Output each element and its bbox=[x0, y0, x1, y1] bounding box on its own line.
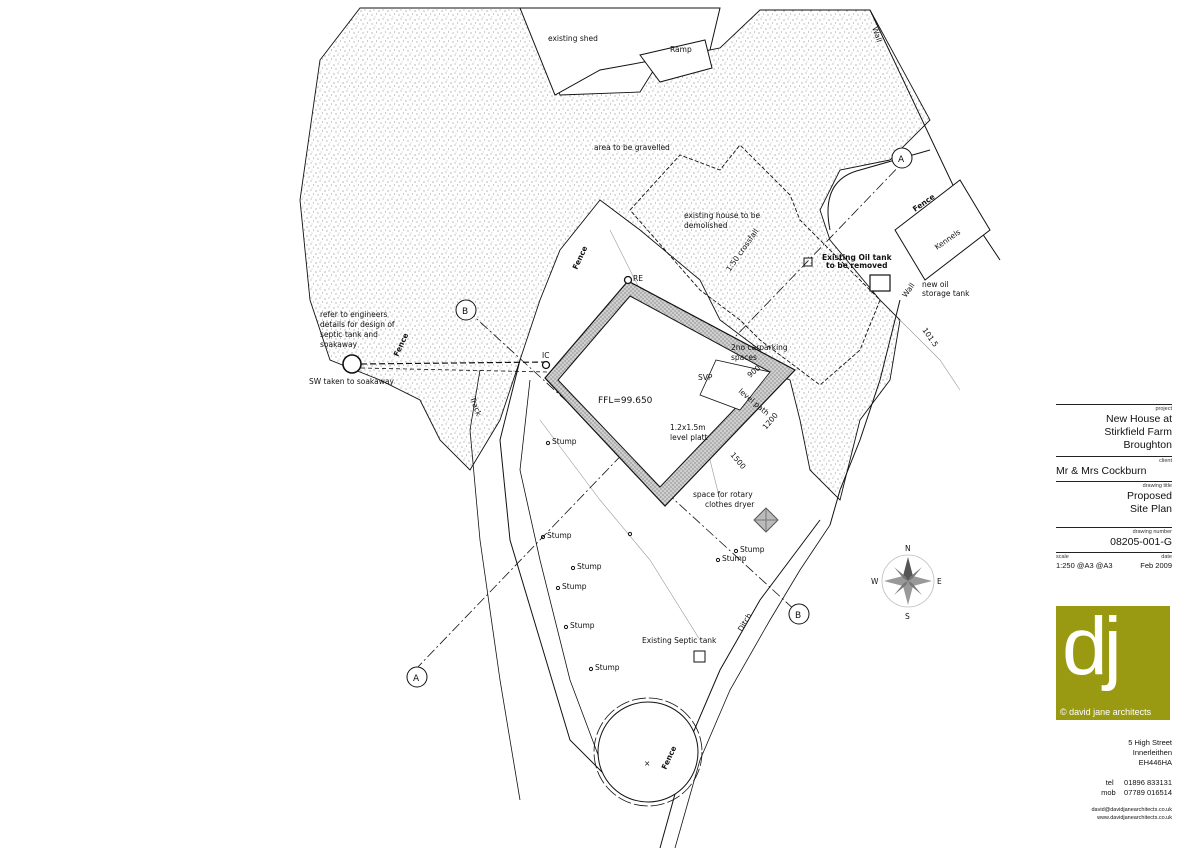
stump-label: Stump bbox=[577, 562, 602, 571]
sw-note: SW taken to soakaway bbox=[309, 377, 394, 386]
compass-s: S bbox=[905, 612, 910, 621]
logo-mark: dj bbox=[1062, 601, 1122, 692]
section-line-a: A A bbox=[406, 147, 913, 688]
section-a-marker-top: A bbox=[898, 155, 905, 165]
title-line-1: Proposed bbox=[1127, 490, 1172, 502]
ditch-label: Ditch bbox=[736, 611, 754, 633]
address-line-3: EH446HA bbox=[1138, 758, 1172, 767]
scale-key: scale bbox=[1056, 554, 1069, 560]
tree: × Fence bbox=[593, 697, 703, 807]
proposed-house: FFL=99.650 1.2x1.5m level platt level pa… bbox=[541, 274, 796, 507]
ditch-line-2 bbox=[674, 524, 831, 848]
compass-w: W bbox=[871, 577, 879, 586]
stump-label: Stump bbox=[595, 663, 620, 672]
existing-septic-tank: Existing Septic tank bbox=[642, 636, 717, 663]
oil-tank-label-2: to be removed bbox=[826, 261, 888, 270]
project-key: project bbox=[1155, 406, 1172, 412]
stump-label: Stump bbox=[740, 545, 765, 554]
existing-house-label-2: demolished bbox=[684, 221, 728, 230]
svp-label: SVP bbox=[698, 373, 713, 382]
mob-key: mob bbox=[1101, 788, 1116, 797]
tel-key: tel bbox=[1105, 778, 1114, 787]
ic-label: IC bbox=[542, 351, 549, 360]
gravel-area-label: area to be gravelled bbox=[594, 143, 670, 152]
engineers-note-1: refer to engineers bbox=[320, 310, 387, 319]
stumps: Stump Stump Stump Stump Stump Stump Stum… bbox=[540, 437, 765, 672]
section-b-marker-top: B bbox=[462, 307, 468, 317]
title-key: drawing title bbox=[1142, 483, 1172, 489]
tel-value: 01896 833131 bbox=[1124, 778, 1172, 787]
contour-label: 101.5 bbox=[920, 326, 940, 349]
track-line bbox=[469, 369, 521, 801]
stump-label: Stump bbox=[547, 531, 572, 540]
level-platt-label-2: level platt bbox=[670, 433, 708, 442]
soakaway: refer to engineers details for design of… bbox=[309, 310, 549, 386]
section-a-marker-bottom: A bbox=[413, 674, 420, 684]
mob-value: 07789 016514 bbox=[1124, 788, 1172, 797]
date-key: date bbox=[1161, 554, 1172, 560]
stump-label: Stump bbox=[552, 437, 577, 446]
compass-n: N bbox=[905, 544, 911, 553]
existing-house-label-1: existing house to be bbox=[684, 211, 761, 220]
dim-1500: 1500 bbox=[728, 451, 747, 472]
section-b-marker-bottom: B bbox=[795, 611, 801, 621]
project-line-2: Stirkfield Farm bbox=[1104, 426, 1172, 438]
oil-tank-existing: Existing Oil tank to be removed bbox=[803, 253, 893, 270]
email-link[interactable]: david@davidjanearchitects.co.uk bbox=[1091, 807, 1173, 813]
title-block: project New House at Stirkfield Farm Bro… bbox=[1056, 404, 1172, 824]
ramp-label: Ramp bbox=[670, 45, 692, 54]
dryer-label-1: space for rotary bbox=[693, 490, 753, 499]
client-name: Mr & Mrs Cockburn bbox=[1056, 465, 1147, 477]
stump-label: Stump bbox=[570, 621, 595, 630]
firm-name: © david jane architects bbox=[1060, 707, 1152, 717]
existing-shed: existing shed Ramp bbox=[519, 7, 721, 96]
carparking-label-2: spaces bbox=[731, 353, 757, 362]
rotary-clothes-dryer: space for rotary clothes dryer bbox=[693, 490, 779, 533]
engineers-note-4: soakaway bbox=[320, 340, 358, 349]
kennels: Kennels Fence bbox=[894, 179, 991, 281]
contact-block: 5 High Street Innerleithen EH446HA tel 0… bbox=[1056, 738, 1173, 822]
new-oil-label-2: storage tank bbox=[922, 289, 970, 298]
north-arrow: N E S W bbox=[871, 544, 942, 621]
drawing-number: 08205-001-G bbox=[1110, 536, 1172, 548]
right-boundary bbox=[829, 299, 901, 526]
septic-label: Existing Septic tank bbox=[642, 636, 717, 645]
engineers-note-3: septic tank and bbox=[320, 330, 378, 339]
project-line-1: New House at bbox=[1106, 413, 1172, 425]
stump-label: Stump bbox=[722, 554, 747, 563]
title-line-2: Site Plan bbox=[1129, 503, 1172, 515]
re-label: RE bbox=[633, 274, 643, 283]
date-value: Feb 2009 bbox=[1140, 561, 1172, 570]
dryer-label-2: clothes dryer bbox=[705, 500, 755, 509]
scale-value: 1:250 @A3 @A3 bbox=[1056, 561, 1113, 570]
oil-tank-label-1: Existing Oil tank bbox=[822, 253, 893, 262]
address-line-2: Innerleithen bbox=[1132, 748, 1172, 757]
road-curve bbox=[827, 149, 931, 231]
stump-label: Stump bbox=[562, 582, 587, 591]
level-platt-label-1: 1.2x1.5m bbox=[670, 423, 706, 432]
ffl-label: FFL=99.650 bbox=[598, 396, 653, 406]
svg-text:×: × bbox=[644, 759, 650, 768]
site-plan-drawing: existing shed Ramp Wall Kennels Fence ex… bbox=[299, 7, 1001, 848]
new-oil-label-1: new oil bbox=[922, 280, 949, 289]
address-line-1: 5 High Street bbox=[1128, 738, 1172, 747]
carparking-label-1: 2no carparking bbox=[731, 343, 788, 352]
number-key: drawing number bbox=[1132, 529, 1172, 535]
contour-line-3 bbox=[899, 319, 961, 391]
ditch-line bbox=[659, 519, 821, 848]
client-key: client bbox=[1159, 458, 1172, 464]
gravel-area bbox=[299, 7, 931, 501]
site-boundary-2 bbox=[519, 379, 601, 761]
site-boundary bbox=[499, 359, 611, 781]
wall-label-right: Wall bbox=[900, 281, 916, 299]
web-link[interactable]: www.davidjanearchitects.co.uk bbox=[1097, 815, 1172, 821]
firm-logo: dj © david jane architects bbox=[1056, 601, 1170, 720]
fence-label-left1: Fence bbox=[571, 245, 590, 271]
project-line-3: Broughton bbox=[1123, 439, 1172, 451]
contour-line-2 bbox=[539, 419, 701, 641]
compass-e: E bbox=[937, 577, 942, 586]
existing-shed-label: existing shed bbox=[548, 34, 598, 43]
oil-tank-new: new oil storage tank Wall bbox=[869, 274, 970, 299]
engineers-note-2: details for design of bbox=[320, 320, 395, 329]
